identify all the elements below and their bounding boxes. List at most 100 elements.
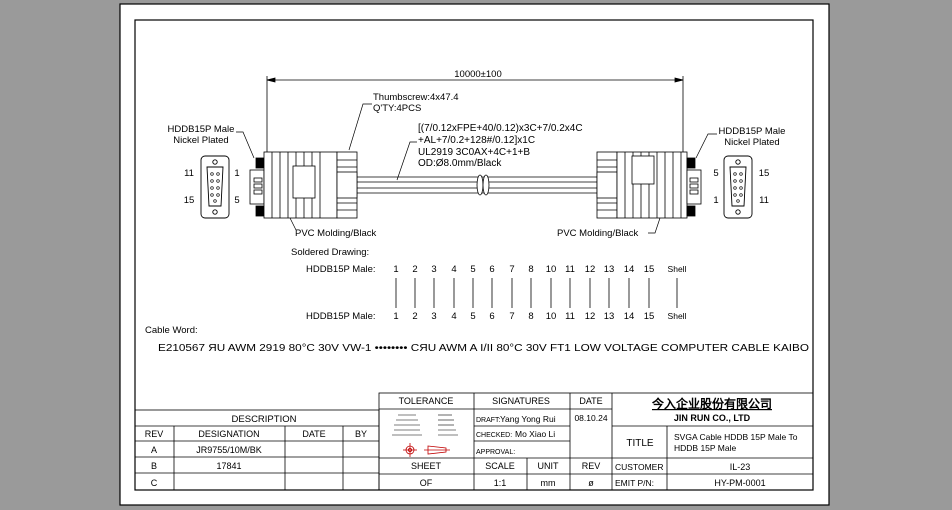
pin-top-2: 2 <box>412 264 417 275</box>
right-connector-plating: Nickel Plated <box>724 137 779 148</box>
pin-top-6: 6 <box>489 264 494 275</box>
pin-bottom-13: 13 <box>604 311 615 322</box>
pin-top-13: 13 <box>604 264 615 275</box>
pin-bottom-shell: Shell <box>668 311 687 321</box>
pin-rows: 1122334455667788101011111212131314141515… <box>393 264 686 322</box>
thumbscrew-leader <box>348 103 372 151</box>
left-pin-bl: 15 <box>184 195 195 206</box>
rev-row-b: B <box>151 461 157 471</box>
pin-bottom-7: 7 <box>509 311 514 322</box>
rev-row-a: A <box>151 445 157 455</box>
rev-row-c: C <box>151 478 158 488</box>
length-dimension <box>266 76 684 160</box>
scale-label: SCALE <box>485 461 515 471</box>
designation-row-a: JR9755/10M/BK <box>196 445 262 455</box>
left-connector-face <box>200 155 230 219</box>
molding-right-leader <box>648 217 661 234</box>
title-block <box>134 392 814 491</box>
pin-bottom-8: 8 <box>528 311 533 322</box>
emit-value: HY-PM-0001 <box>714 478 765 488</box>
right-connector-face <box>723 155 753 219</box>
rev-header: REV <box>145 429 164 439</box>
pin-bottom-10: 10 <box>546 311 557 322</box>
pin-top-15: 15 <box>644 264 655 275</box>
date-value: 08.10.24 <box>574 413 607 423</box>
right-pin-tr: 15 <box>759 168 770 179</box>
molding-left-leader <box>289 217 297 231</box>
customer-label: CUSTOMER <box>615 462 664 472</box>
designation-row-b: 17841 <box>216 461 241 471</box>
pin-top-8: 8 <box>528 264 533 275</box>
company-name-cn: 今入企业股份有限公司 <box>651 396 772 411</box>
cable-spec-leader <box>396 141 417 181</box>
right-title-leader <box>695 133 717 159</box>
pin-top-3: 3 <box>431 264 436 275</box>
pin-bottom-15: 15 <box>644 311 655 322</box>
pin-bottom-12: 12 <box>585 311 596 322</box>
signatures-header: SIGNATURES <box>492 396 550 406</box>
title-line1: SVGA Cable HDDB 15P Male To <box>674 432 798 442</box>
pin-bottom-4: 4 <box>451 311 456 322</box>
pin-bottom-5: 5 <box>470 311 475 322</box>
left-pin-tr: 1 <box>234 168 239 179</box>
left-pin-tl: 11 <box>184 168 194 179</box>
rev-value: ø <box>588 478 594 488</box>
unit-value: mm <box>541 478 556 488</box>
pin-bottom-3: 3 <box>431 311 436 322</box>
pin-top-7: 7 <box>509 264 514 275</box>
date-header: DATE <box>302 429 325 439</box>
scale-value: 1:1 <box>494 478 507 488</box>
right-connector-title: HDDB15P Male <box>719 126 786 137</box>
left-connector-title: HDDB15P Male <box>168 124 235 135</box>
unit-label: UNIT <box>538 461 559 471</box>
draft-label: DRAFT: <box>476 417 501 424</box>
row-top-label: HDDB15P Male: <box>306 264 376 275</box>
left-connector-body <box>249 151 358 219</box>
molding-right-label: PVC Molding/Black <box>557 228 639 239</box>
right-pin-bl: 1 <box>713 195 718 206</box>
cable-spec-line4: OD:Ø8.0mm/Black <box>418 158 502 169</box>
checked-label: CHECKED: <box>476 432 512 439</box>
sheet-value: OF <box>420 478 433 488</box>
description-header: DESCRIPTION <box>232 414 297 425</box>
left-pin-br: 5 <box>234 195 239 206</box>
pin-top-4: 4 <box>451 264 456 275</box>
pin-bottom-11: 11 <box>565 311 575 322</box>
row-bottom-label: HDDB15P Male: <box>306 311 376 322</box>
paper <box>119 3 830 506</box>
pin-bottom-6: 6 <box>489 311 494 322</box>
approval-label: APPROVAL: <box>476 449 515 456</box>
company-name-en: JIN RUN CO., LTD <box>674 413 751 423</box>
pin-bottom-1: 1 <box>393 311 398 322</box>
pin-top-11: 11 <box>565 264 575 275</box>
thumbscrew-line1: Thumbscrew:4x47.4 <box>373 92 459 103</box>
designation-header: DESIGNATION <box>198 429 259 439</box>
tolerance-table-icon <box>392 414 458 436</box>
pin-bottom-14: 14 <box>624 311 635 322</box>
cable-spec-line1: [(7/0.12xFPE+40/0.12)x3C+7/0.2x4C <box>418 123 583 134</box>
pin-bottom-2: 2 <box>412 311 417 322</box>
date-label: DATE <box>579 396 602 406</box>
cable-spec-line2: +AL+7/0.2+128#/0.12]x1C <box>418 135 535 146</box>
cable-word-label: Cable Word: <box>145 325 198 336</box>
cable-spec-line3: UL2919 3C0AX+4C+1+B <box>418 147 530 158</box>
checked-name: Mo Xiao Li <box>515 429 555 439</box>
soldered-title: Soldered Drawing: <box>291 247 369 258</box>
molding-left-label: PVC Molding/Black <box>295 228 377 239</box>
right-connector-body <box>596 151 702 219</box>
pin-top-shell: Shell <box>668 264 687 274</box>
thumbscrew-line2: Q'TY:4PCS <box>373 103 421 114</box>
emit-label: EMIT P/N: <box>615 478 654 488</box>
projection-symbol-icon <box>403 443 450 457</box>
sheet-label: SHEET <box>411 461 442 471</box>
pin-top-12: 12 <box>585 264 596 275</box>
right-pin-br: 11 <box>759 195 769 206</box>
dimension-label: 10000±100 <box>454 69 501 80</box>
pin-top-5: 5 <box>470 264 475 275</box>
draft-name: Yang Yong Rui <box>500 414 556 424</box>
title-label: TITLE <box>626 438 654 449</box>
left-title-leader <box>236 131 255 159</box>
cable-word: E210567 ЯU AWM 2919 80°C 30V VW-1 ••••••… <box>158 343 809 354</box>
title-line2: HDDB 15P Male <box>674 443 736 453</box>
